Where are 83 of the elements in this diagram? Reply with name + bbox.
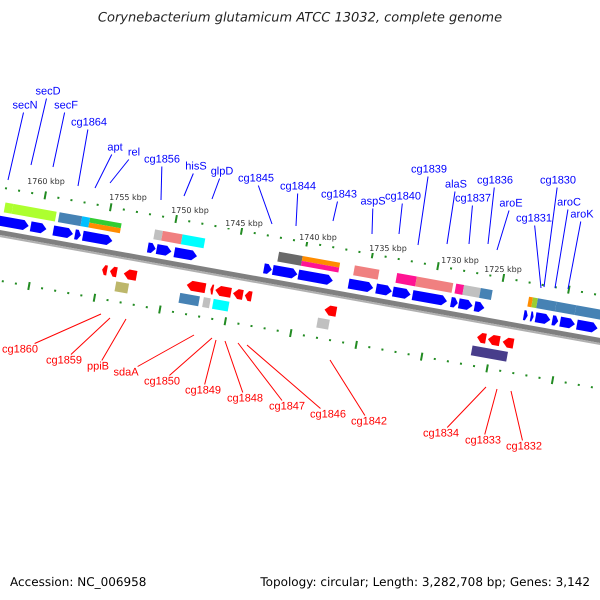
gene-label: cg1847 [268, 402, 306, 412]
gene-label: cg1843 [320, 190, 358, 200]
leader-line [70, 318, 110, 355]
leader-line [484, 388, 498, 435]
leader-line [8, 112, 24, 180]
gene-label: cg1859 [46, 356, 82, 366]
gene-label: secD [35, 86, 61, 98]
leader-line [110, 159, 130, 184]
leader-line [398, 203, 403, 234]
scale-label: 1725 kbp [484, 266, 522, 274]
leader-line [94, 154, 112, 188]
gene-label: aroK [570, 210, 594, 220]
gene-label: alaS [444, 180, 468, 190]
accession-text: Accession: NC_006958 [10, 576, 146, 588]
leader-line [534, 225, 542, 288]
gene-label: cg1833 [464, 436, 502, 446]
gene-label: cg1845 [238, 174, 274, 184]
genome-info-text: Topology: circular; Length: 3,282,708 bp; Genes: 3,142 [260, 576, 590, 588]
leader-line [468, 205, 473, 244]
leader-line [488, 187, 495, 244]
gene-label: cg1864 [70, 118, 108, 128]
gene-label: cg1840 [384, 192, 422, 202]
gene-label: aroE [499, 198, 523, 210]
gene-label: aroC [557, 198, 581, 208]
gene-label: cg1832 [506, 442, 542, 452]
leader-line [184, 173, 194, 196]
leader-line [554, 209, 568, 288]
scale-label: 1730 kbp [441, 257, 479, 265]
leader-line [34, 314, 102, 344]
gene-label: glpD [210, 166, 234, 178]
leader-line [568, 221, 582, 290]
leader-line [496, 210, 510, 250]
leader-line [446, 191, 456, 244]
scale-label: 1735 kbp [369, 245, 407, 253]
scale-label: 1740 kbp [299, 234, 337, 242]
gene-label: cg1834 [422, 428, 460, 440]
gene-label: ppiB [86, 362, 110, 372]
gene-label: cg1839 [410, 164, 448, 176]
leader-line [204, 340, 216, 385]
gene-label: cg1860 [2, 344, 38, 356]
leader-line [101, 318, 126, 361]
gene-label: secF [54, 100, 78, 112]
leader-line [418, 176, 429, 246]
leader-line [330, 360, 366, 416]
gene-label: hisS [185, 162, 207, 172]
leader-line [52, 112, 66, 168]
leader-line [212, 178, 220, 200]
gene-label: cg1831 [516, 214, 552, 224]
scale-label: 1760 kbp [27, 178, 65, 186]
leader-line [510, 390, 523, 441]
gene-label: cg1856 [144, 154, 180, 166]
leader-line [160, 166, 162, 200]
gene-label: cg1846 [310, 410, 346, 420]
leader-line [544, 187, 558, 288]
scale-label: 1745 kbp [225, 220, 263, 228]
gene-label: rel [128, 148, 140, 158]
gene-label: cg1850 [144, 376, 180, 388]
gene-label: apt [107, 142, 123, 154]
title: Corynebacterium glutamicum ATCC 13032, complete genome [98, 12, 502, 24]
gene-label: sdaA [113, 368, 139, 378]
gene-label: cg1837 [454, 194, 492, 204]
gene-label: cg1842 [350, 416, 388, 428]
leader-line [238, 342, 283, 401]
scale-label: 1750 kbp [171, 207, 209, 215]
gene-label: secN [12, 100, 38, 112]
leader-line [30, 98, 47, 166]
leader-line [137, 334, 194, 367]
leader-line [296, 193, 298, 226]
gene-label: cg1844 [280, 182, 316, 192]
leader-line [258, 185, 272, 224]
leader-line [372, 208, 374, 234]
leader-line [246, 344, 321, 409]
leader-line [446, 386, 486, 428]
leader-line [332, 201, 338, 222]
gene-label: aspS [360, 196, 386, 208]
scale-label: 1755 kbp [109, 194, 147, 202]
gene-label: cg1849 [184, 386, 222, 396]
leader-line [224, 340, 244, 393]
leader-line [78, 129, 88, 186]
gene-label: cg1836 [476, 176, 514, 186]
gene-label: cg1848 [226, 394, 264, 404]
leader-line [168, 338, 212, 376]
gene-label: cg1830 [540, 176, 576, 186]
